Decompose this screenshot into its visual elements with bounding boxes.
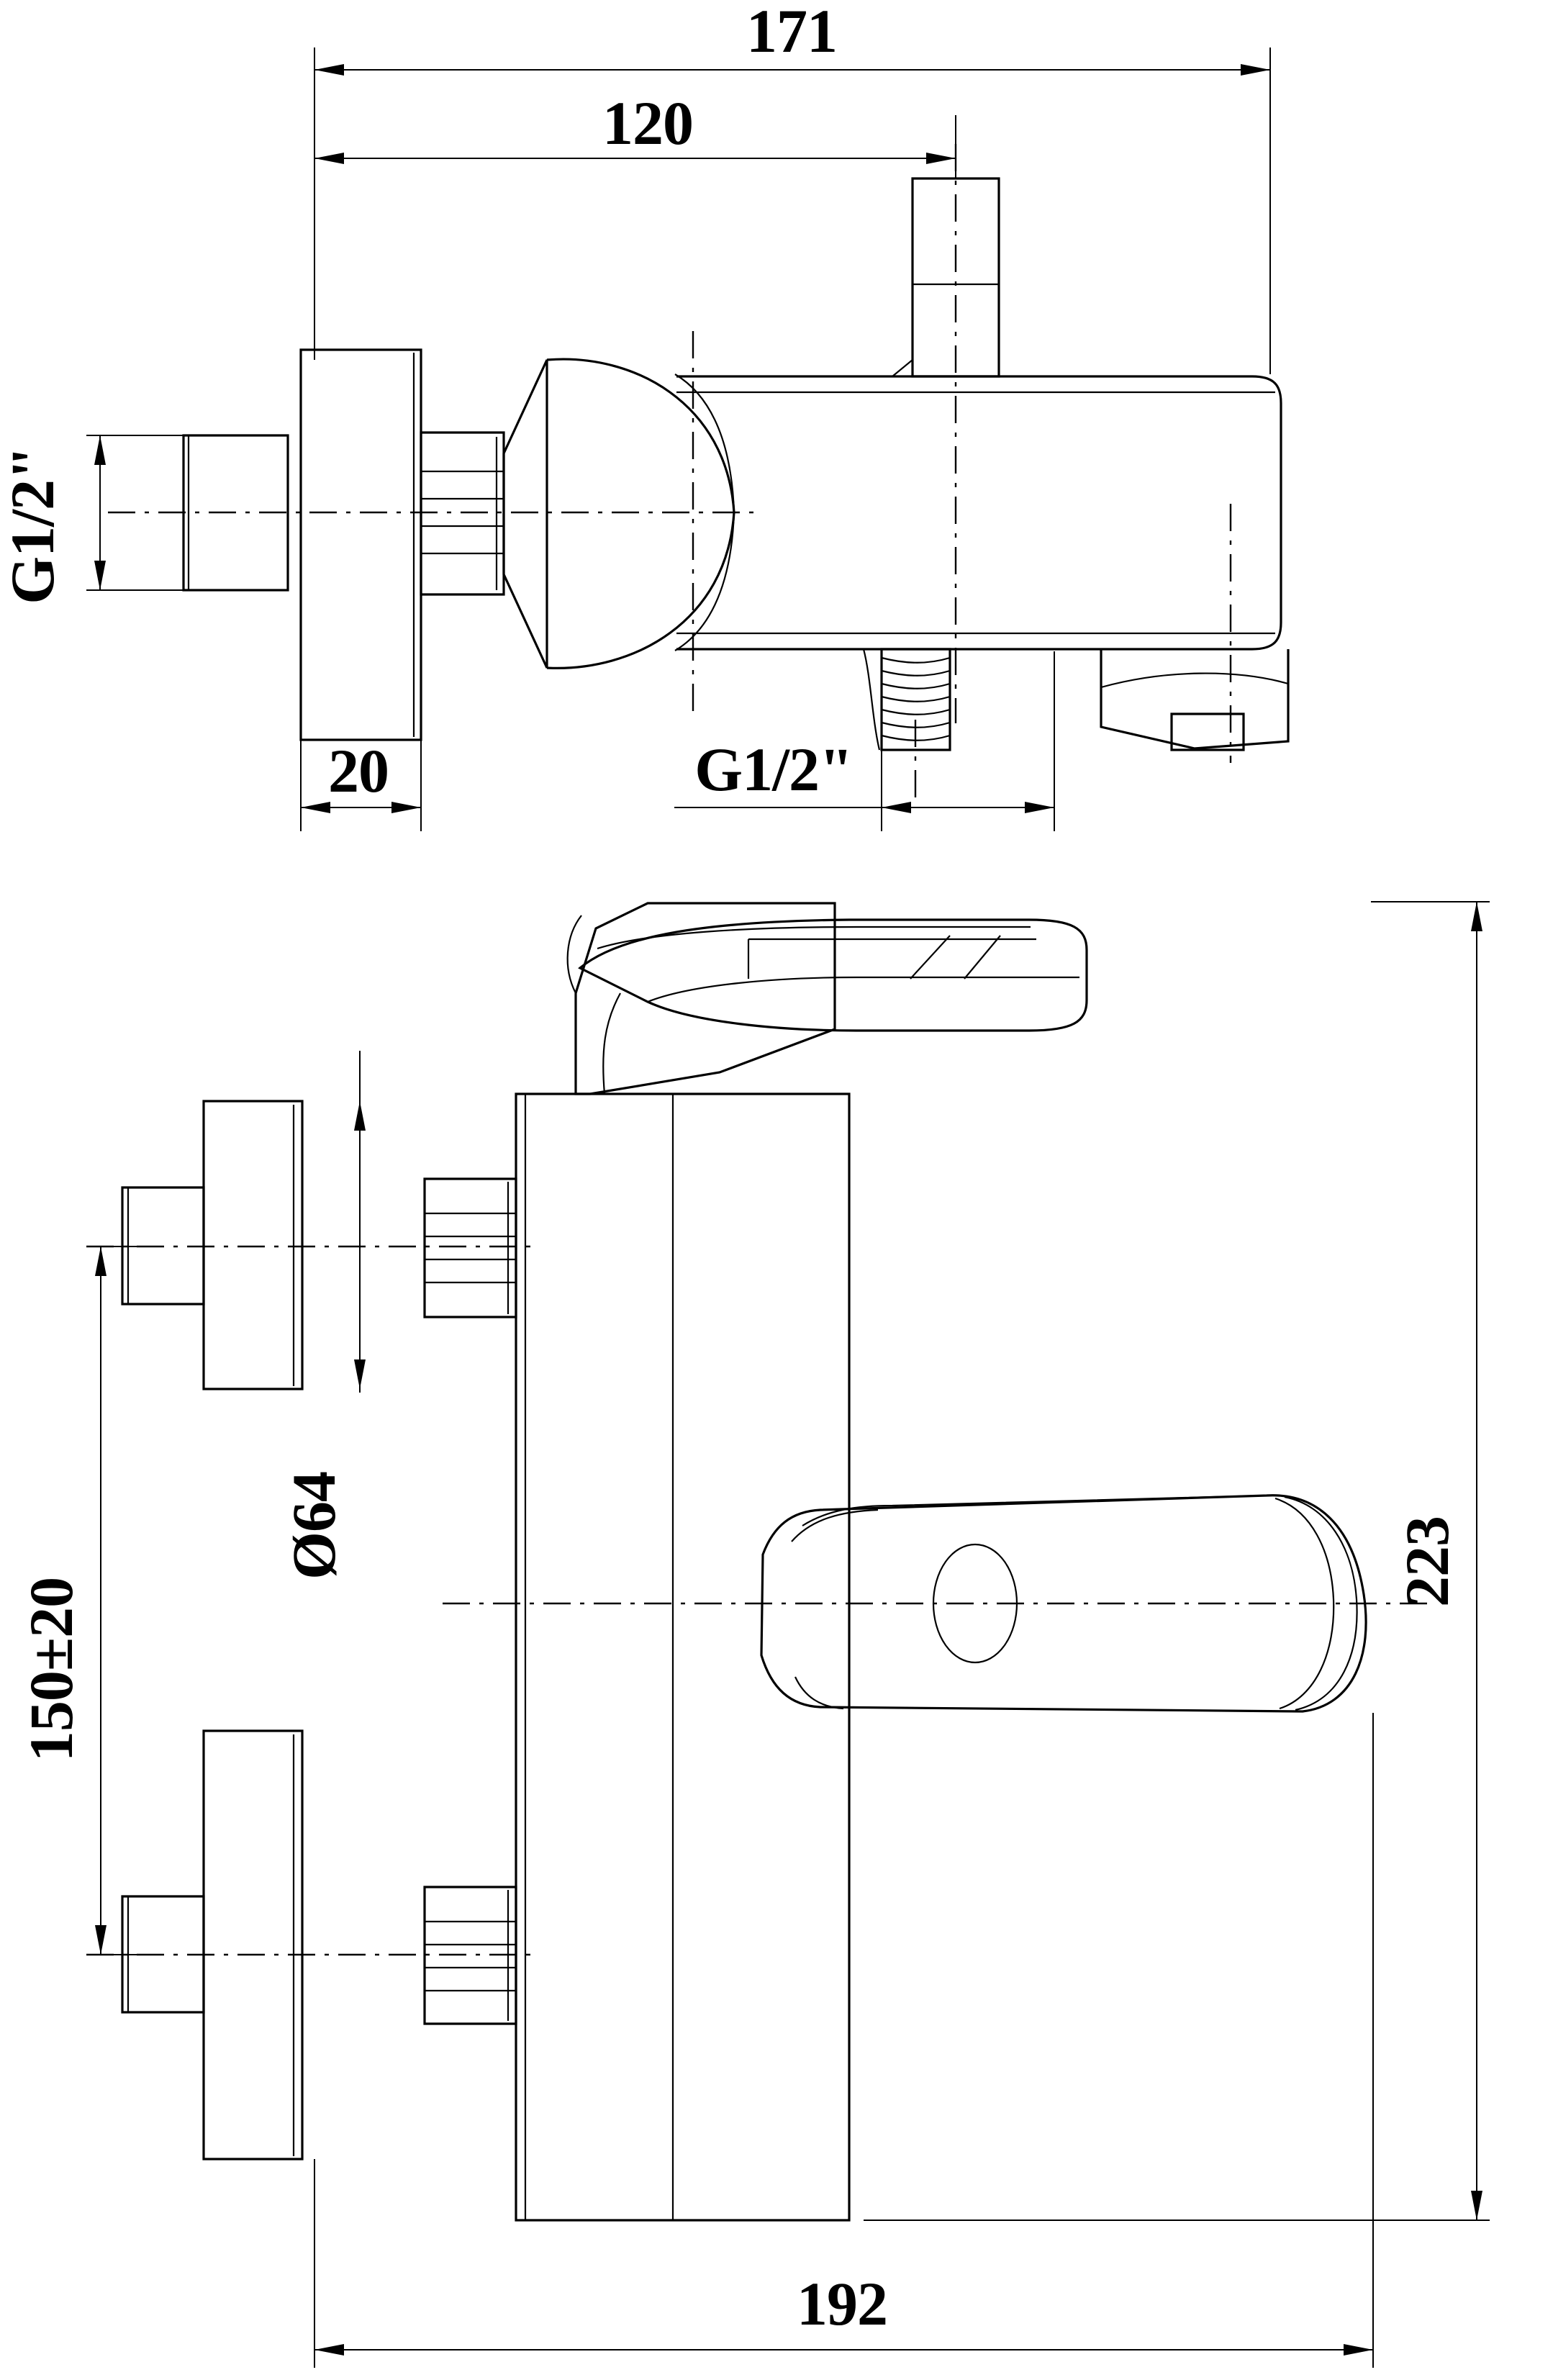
dimension-labels: 171 120 20 G1/2" G1/2" Ø64 150±20 223 19… (0, 0, 1462, 2338)
hose-bracket-upper-curve (1100, 672, 1289, 689)
diverter-knob-outline (911, 177, 1000, 378)
lever-hub-left-round (566, 915, 582, 994)
dim-label-outlet-thread: G1/2" (694, 735, 853, 804)
dim-label-120: 120 (602, 89, 693, 158)
spout-end-inner-curve (1284, 1496, 1358, 1711)
arrowhead-o64-top (354, 1101, 366, 1131)
dim-label-20: 20 (328, 736, 389, 805)
spout-upper-left-fillet (791, 1508, 879, 1542)
upper-hex-nut (423, 1177, 517, 1318)
upper-inlet-nipple (121, 1186, 205, 1306)
dim-label-171: 171 (746, 0, 837, 65)
lower-inlet-nipple (121, 1895, 205, 2014)
hex-nut-outline (420, 431, 505, 596)
dim-label-inlet-thread: G1/2" (0, 446, 67, 605)
arrowhead-inlet-thread-bottom (94, 561, 106, 590)
arrowhead-inlet-thread-top (94, 435, 106, 465)
lever-hub-neck-curve (602, 992, 621, 1095)
valve-dome-highlight-upper (674, 374, 735, 513)
upper-flange-outline (202, 1100, 304, 1390)
body-barrel-outline (676, 375, 1282, 651)
arrowhead-171-left (314, 64, 344, 76)
lever-hub-outline (574, 902, 836, 1095)
top-view-dimensions (86, 47, 1271, 831)
dim-label-150-20: 150±20 (17, 1578, 86, 1762)
lower-flange-outline (202, 1729, 304, 2160)
body-front-outline (515, 1092, 851, 2222)
arrowhead-120-left (314, 153, 344, 164)
front-view-geometry (86, 902, 1432, 2222)
hose-bracket-outline (1100, 649, 1290, 750)
arrowhead-o64-bottom (354, 1359, 366, 1389)
spout-lower-left-fillet (794, 1676, 844, 1710)
taper-cone-outline (502, 359, 548, 669)
outlet-thread-crest-lines (881, 656, 951, 741)
dim-label-o64: Ø64 (279, 1472, 348, 1580)
arrowhead-20-right (391, 802, 421, 813)
lever-handle-outline (578, 918, 1088, 1032)
arrowhead-120-right (926, 153, 956, 164)
arrowhead-223-top (1471, 902, 1482, 931)
spout-outline (760, 1494, 1367, 1713)
inlet-nipple-outline (182, 434, 289, 592)
outlet-thread-left-shoulder (862, 648, 881, 751)
valve-dome-highlight-lower (674, 512, 735, 651)
diverter-knob-left-fillet (892, 359, 913, 377)
dim-label-192: 192 (797, 2269, 887, 2338)
top-view-geometry (108, 144, 1290, 799)
arrowhead-150-top (95, 1246, 107, 1276)
lever-handle-bevel-line-2 (964, 935, 1001, 979)
arrowhead-150-bottom (95, 1925, 107, 1955)
lower-hex-nut (423, 1886, 517, 2025)
lever-handle-top-fillet (597, 926, 1031, 950)
arrowhead-20-left (301, 802, 330, 813)
arrowhead-outlet-thread-left (882, 802, 911, 813)
arrowhead-192-left (314, 2344, 344, 2356)
spout-end-ellipse (1274, 1497, 1335, 1710)
spout-top-edge-line (802, 1494, 1267, 1526)
lever-handle-bevel-line (910, 935, 951, 979)
arrowhead-171-right (1241, 64, 1270, 76)
arrowhead-192-right (1344, 2344, 1373, 2356)
front-view-dimensions (86, 901, 1490, 2368)
arrowhead-223-bottom (1471, 2191, 1482, 2220)
dim-label-223: 223 (1393, 1516, 1462, 1607)
arrowhead-outlet-thread-right (1025, 802, 1054, 813)
hose-bracket-slot (1170, 712, 1245, 751)
lever-handle-under-curve (647, 976, 1079, 1003)
wall-flange-outline (299, 348, 422, 741)
